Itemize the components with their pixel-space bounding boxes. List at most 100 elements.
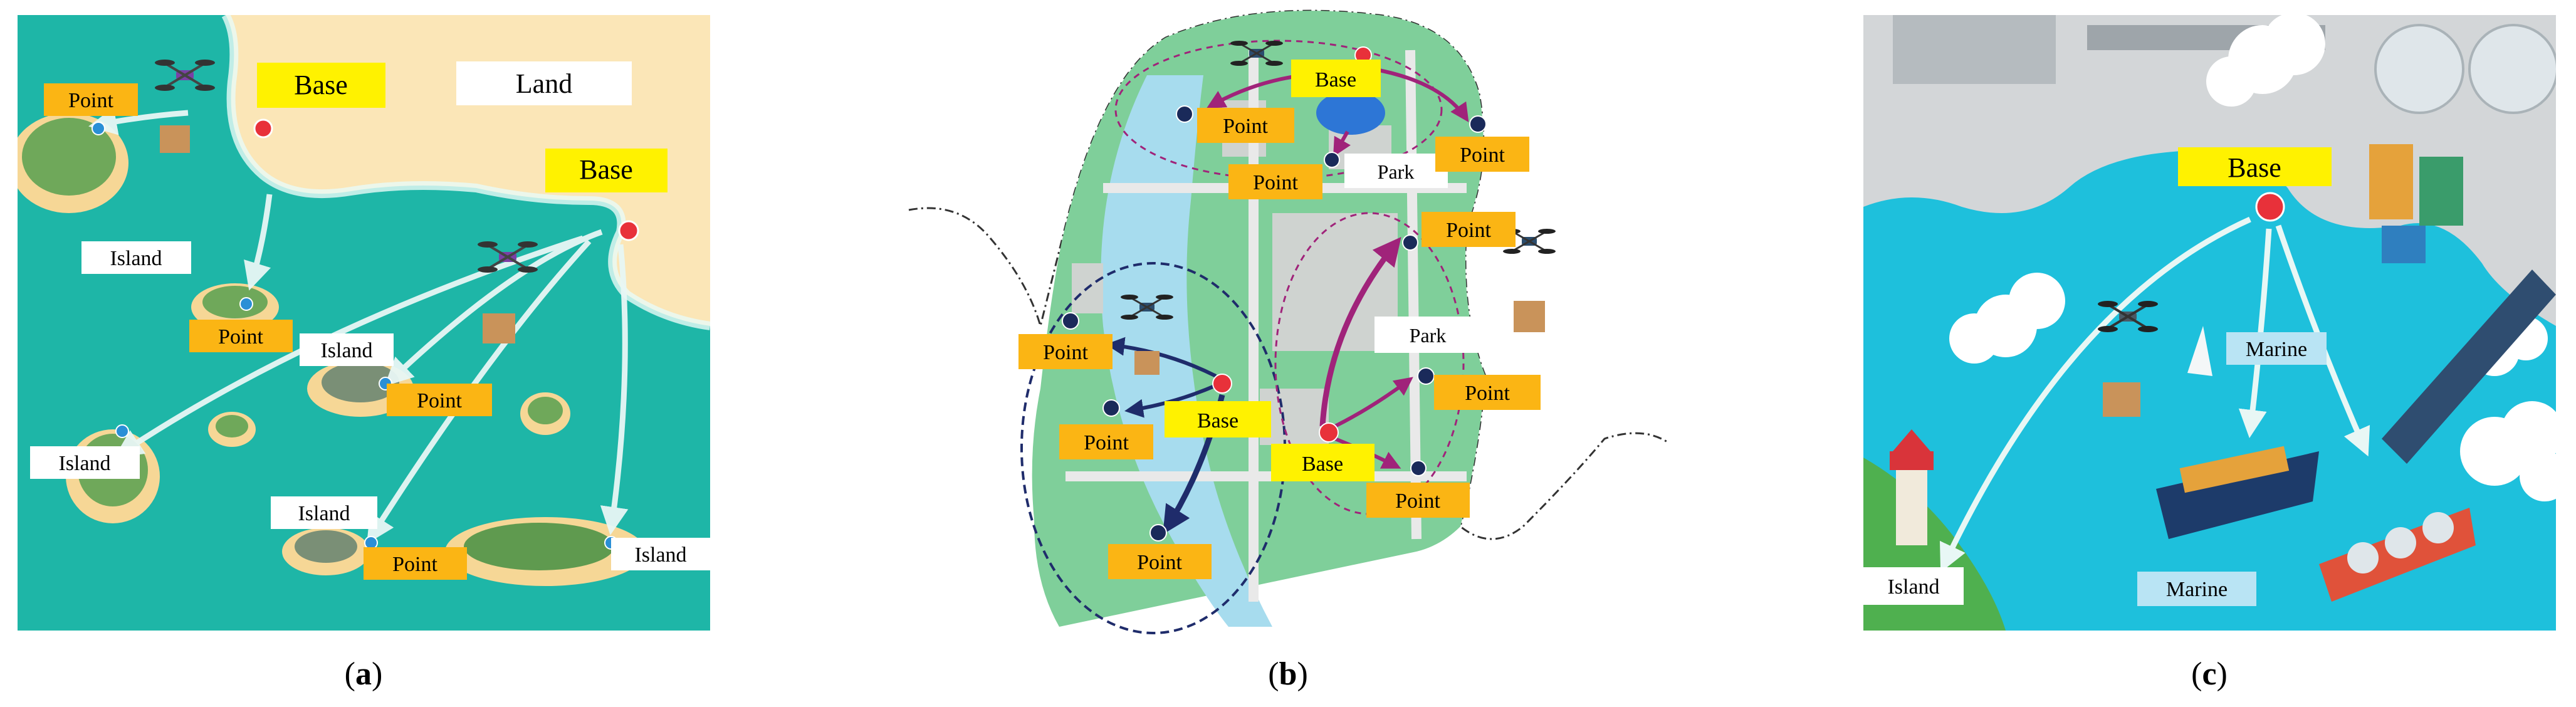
caption-a: (a) [345,656,383,692]
coastline-foam [221,15,710,330]
point-label: Point [417,389,462,412]
marine-label: Marine [2166,578,2228,601]
point-label: Point [1446,219,1491,242]
point-label: Point [1395,490,1440,513]
caption-paren-close: ) [372,656,382,692]
land-label-bg [456,61,632,105]
park-label: Park [1378,160,1415,183]
base-marker [1212,374,1232,394]
base-label: Base [294,70,348,100]
park-label-bg [1374,317,1481,353]
point-label-bg [1228,164,1322,199]
point-label: Point [1460,144,1505,167]
base-label-bg [257,63,385,108]
package-icon [1134,351,1160,375]
panel-b: Base Base Base Park Park Point Point Poi… [908,9,1668,634]
island-label: Island [298,502,350,525]
svg-text:(c): (c) [2191,656,2228,692]
point-label-bg [1059,424,1153,459]
caption-paren-open: ( [2191,656,2202,692]
panel-a: Base Base Land Point Point Point Point I… [18,15,710,631]
point-label: Point [1084,431,1129,454]
package-icon [2103,382,2140,417]
boat-icon [2187,326,2212,376]
base-label: Base [1315,68,1356,92]
marine-label-bg [2137,572,2256,606]
park-label-bg [1344,154,1448,188]
point-label-bg [1108,544,1212,579]
panel-c: Base Marine Marine Island [1863,15,2556,631]
base-marker [253,118,273,139]
caption-paren-close: ) [2217,656,2228,692]
point-label-bg [1366,483,1470,518]
island-label-bg [300,333,394,366]
drone-icon [478,241,538,273]
caption-letter: b [1279,656,1297,692]
point-marker [239,297,253,311]
tanker-ship-icon [2319,508,2476,602]
point-markers-b [1062,105,1487,542]
park-label: Park [1410,324,1447,347]
parking-lot [1893,15,2056,84]
svg-text:(a): (a) [345,656,383,692]
island-label-bg [271,496,377,529]
package-icon [160,125,190,153]
island-label: Island [320,339,372,362]
marine-label-bg [2226,332,2327,365]
base-label-bg [545,149,668,192]
point-label-bg [1018,334,1113,369]
storage-tank [2468,24,2556,114]
coverage-zone [1114,39,1443,180]
storage-tank [2374,24,2464,114]
base-label: Base [2228,152,2281,183]
base-label: Base [1197,409,1238,432]
point-label-bg [387,384,492,416]
drone-icon [2098,301,2158,332]
island-label-bg [81,241,191,274]
point-label-bg [1434,375,1541,410]
island-label: Island [634,543,686,567]
point-label-bg [44,83,138,116]
drone-icon [1230,41,1283,66]
base-label-bg [1165,401,1271,437]
river [1101,75,1272,627]
base-marker [1319,422,1339,443]
pond [1316,91,1385,135]
point-label: Point [1043,341,1088,364]
package-icon [1514,301,1545,332]
island-label-bg [1863,567,1964,605]
point-label-bg [1435,137,1529,172]
caption-paren-open: ( [345,656,355,692]
point-label: Point [1465,382,1510,405]
point-label-bg [1422,212,1516,247]
caption-paren-open: ( [1268,656,1279,692]
caption-c: (c) [2191,656,2228,692]
point-label-bg [189,320,293,352]
island-label-bg [611,538,710,570]
package-icon [483,313,515,343]
base-label-bg [2178,147,2332,186]
base-label-bg [1291,60,1381,97]
caption-b: (b) [1268,656,1308,692]
point-label: Point [392,553,437,576]
point-marker [92,122,105,135]
caption-paren-close: ) [1297,656,1307,692]
drone-icon [1121,295,1173,320]
container-stacks [2369,144,2463,263]
base-marker [618,220,639,241]
marine-label: Marine [2246,338,2307,361]
island-label: Island [110,247,162,270]
caption-letter: c [2202,656,2216,692]
base-label: Base [579,154,633,185]
point-label: Point [68,89,113,112]
island-label: Island [1887,575,1939,599]
land-label: Land [516,68,572,99]
base-label: Base [1302,453,1343,476]
base-marker [2255,192,2285,222]
point-label-bg [1197,108,1294,143]
point-label: Point [1223,115,1268,138]
cargo-ship-icon [2156,446,2319,539]
base-label-bg [1271,444,1374,481]
routes-a [88,107,629,544]
